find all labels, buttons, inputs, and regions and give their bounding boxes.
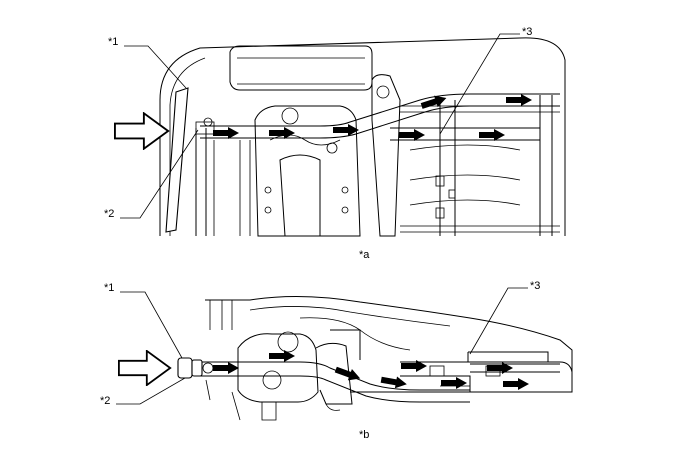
flow-arrow-a7 (506, 94, 532, 106)
callout-a-2: *2 (104, 208, 114, 220)
callout-b-1: *1 (104, 282, 114, 294)
flow-arrow-b1 (213, 362, 239, 374)
callout-a-3: *3 (522, 26, 532, 38)
flow-arrow-b6 (441, 377, 467, 389)
caption-b: *b (359, 429, 369, 441)
callout-a-1: *1 (108, 36, 118, 48)
flow-arrow-a1 (213, 127, 239, 139)
callout-b-2: *2 (100, 395, 110, 407)
flow-arrow-b8 (503, 378, 529, 390)
callout-b-3: *3 (530, 280, 540, 292)
view-a (159, 37, 566, 237)
flow-arrow-a6 (479, 129, 505, 141)
flow-arrow-a4 (399, 129, 425, 141)
flow-arrow-a2 (269, 127, 295, 139)
input-arrow-b (117, 350, 172, 386)
view-b (177, 295, 573, 421)
caption-a: *a (359, 249, 370, 261)
